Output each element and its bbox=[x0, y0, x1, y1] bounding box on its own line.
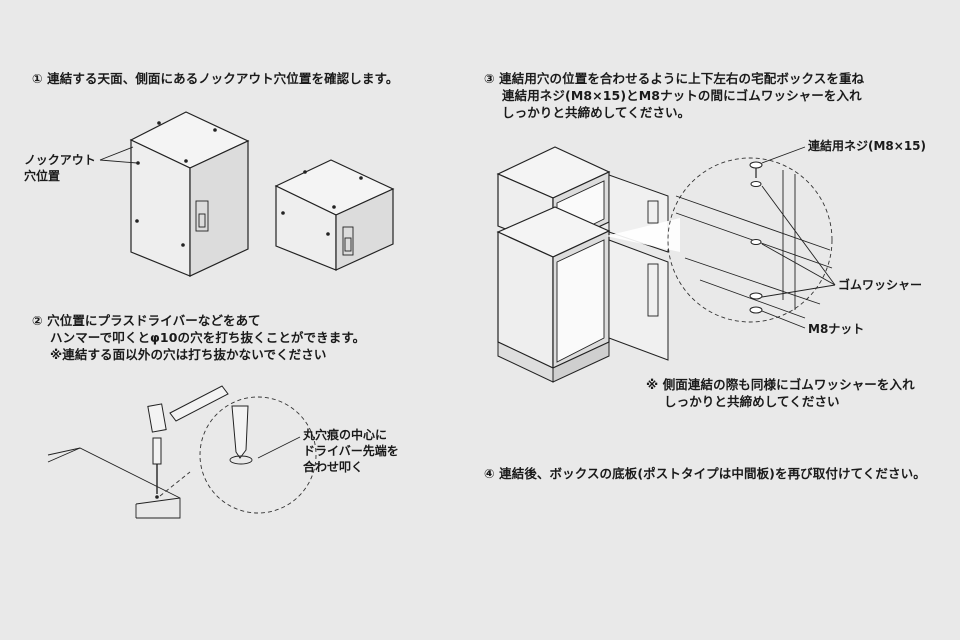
knockout-hole bbox=[157, 121, 161, 125]
step-3-line-1: ③ 連結用穴の位置を合わせるように上下左右の宅配ボックスを重ね bbox=[484, 71, 865, 86]
step-3-note: ※ 側面連結の際も同様にゴムワッシャーを入れ しっかりと共締めしてください bbox=[646, 376, 915, 410]
screw-head bbox=[749, 161, 763, 169]
step-4-text: ④ 連結後、ボックスの底板(ポストタイプは中間板)を再び取付けてください。 bbox=[484, 466, 926, 481]
zoom-circle bbox=[199, 396, 317, 514]
step-3-instruction: ③ 連結用穴の位置を合わせるように上下左右の宅配ボックスを重ね 連結用ネジ(M8… bbox=[484, 70, 864, 121]
washer-label: ゴムワッシャー bbox=[838, 278, 923, 292]
step-1-text: ① 連結する天面、側面にあるノックアウト穴位置を確認します。 bbox=[32, 71, 399, 86]
knockout-hole bbox=[184, 159, 188, 163]
driver-label-line-3: 合わせ叩く bbox=[303, 460, 364, 474]
step-2-line-1: ② 穴位置にプラスドライバーなどをあて bbox=[32, 313, 261, 328]
driver-label-line-2: ドライバー先端を bbox=[303, 444, 399, 458]
small-box-illustration bbox=[274, 159, 395, 271]
knockout-label-line-1: ノックアウト bbox=[24, 153, 96, 167]
screw-label: 連結用ネジ(M8×15) bbox=[808, 139, 927, 153]
knockout-hole bbox=[135, 219, 139, 223]
tall-box-illustration bbox=[99, 111, 250, 277]
hammer-driver-illustration bbox=[47, 385, 317, 519]
step-2-instruction: ② 穴位置にプラスドライバーなどをあて ハンマーで叩くとφ10の穴を打ち抜くこと… bbox=[32, 312, 365, 363]
step-3-line-2: 連結用ネジ(M8×15)とM8ナットの間にゴムワッシャーを入れ bbox=[502, 88, 862, 103]
step-2-line-3: ※連結する面以外の穴は打ち抜かないでください bbox=[50, 347, 327, 362]
knockout-hole bbox=[213, 128, 217, 132]
knockout-hole-label: ノックアウト 穴位置 bbox=[24, 152, 96, 184]
driver-label-line-1: 丸穴痕の中心に bbox=[303, 428, 388, 442]
knockout-hole bbox=[136, 161, 140, 165]
knockout-label-line-2: 穴位置 bbox=[24, 169, 61, 183]
driver-tip-label: 丸穴痕の中心に ドライバー先端を 合わせ叩く bbox=[303, 427, 399, 475]
nut-label: M8ナット bbox=[808, 322, 865, 336]
step-1-instruction: ① 連結する天面、側面にあるノックアウト穴位置を確認します。 bbox=[32, 70, 398, 87]
zoom-circle-joint bbox=[667, 157, 833, 323]
step-3-note-line-1: ※ 側面連結の際も同様にゴムワッシャーを入れ bbox=[646, 377, 915, 392]
stacked-boxes-illustration bbox=[496, 146, 836, 383]
step-4-instruction: ④ 連結後、ボックスの底板(ポストタイプは中間板)を再び取付けてください。 bbox=[484, 465, 926, 482]
knockout-hole bbox=[181, 243, 185, 247]
step-3-note-line-2: しっかりと共締めしてください bbox=[664, 394, 840, 409]
step-3-line-3: しっかりと共締めしてください。 bbox=[502, 105, 691, 120]
step-2-line-2: ハンマーで叩くとφ10の穴を打ち抜くことができます。 bbox=[50, 330, 366, 345]
nut bbox=[749, 306, 763, 314]
